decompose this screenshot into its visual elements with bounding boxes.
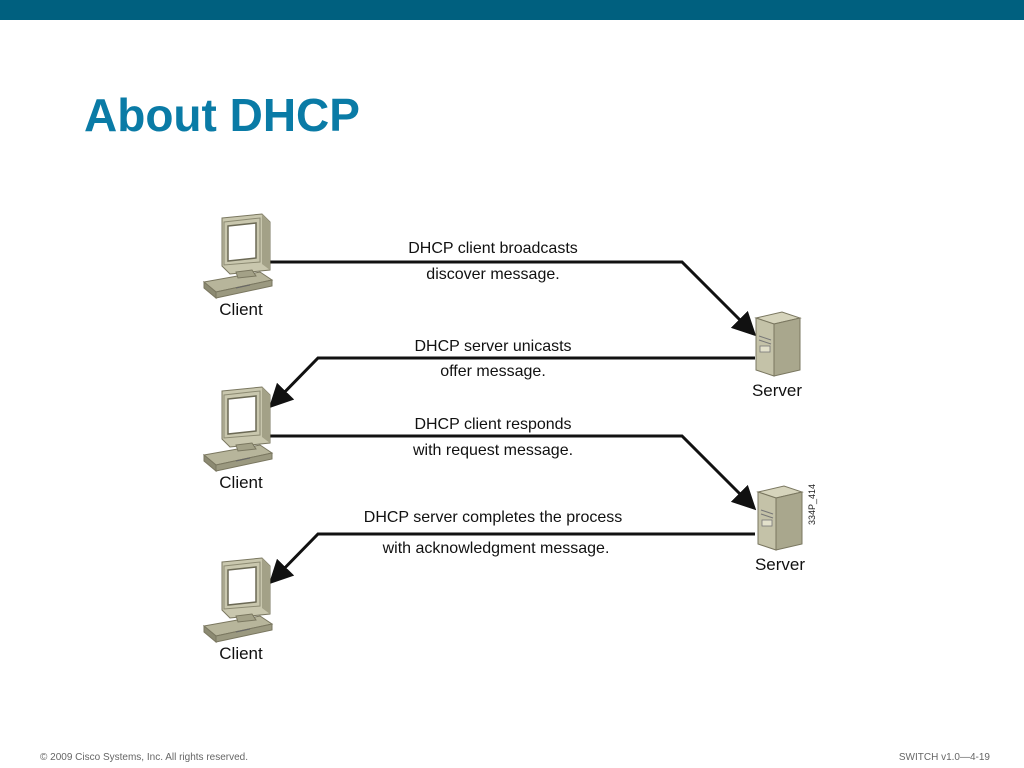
request-label-line2: with request message. [412, 442, 574, 459]
request-label-line1: DHCP client responds [414, 416, 572, 433]
server-label: Server [751, 381, 803, 400]
server-label: Server [754, 555, 806, 574]
client-label: Client [219, 473, 263, 492]
copyright-footer: © 2009 Cisco Systems, Inc. All rights re… [40, 752, 249, 763]
arrow-request [270, 434, 757, 511]
discover-label-line2: discover message. [426, 266, 560, 283]
ack-label-line2: with acknowledgment message. [382, 540, 610, 557]
client-label: Client [219, 300, 263, 319]
offer-label-line1: DHCP server unicasts [414, 338, 572, 355]
desktop-computer-icon [203, 386, 273, 472]
desktop-computer-icon [203, 557, 273, 643]
header-bar [0, 0, 1024, 20]
slide-number-footer: SWITCH v1.0—4-19 [898, 752, 990, 763]
server-tower-icon [755, 311, 801, 377]
arrow-ack [268, 532, 755, 585]
desktop-computer-icon [203, 213, 273, 299]
figure-id: 334P_414 [807, 483, 817, 525]
offer-label-line2: offer message. [440, 363, 546, 380]
arrow-discover [270, 260, 757, 337]
server-tower-icon [757, 485, 803, 551]
ack-label-line1: DHCP server completes the process [363, 509, 623, 526]
client-label: Client [219, 644, 263, 663]
slide-title: About DHCP [84, 89, 360, 141]
arrow-offer [268, 356, 755, 409]
discover-label-line1: DHCP client broadcasts [408, 240, 578, 257]
